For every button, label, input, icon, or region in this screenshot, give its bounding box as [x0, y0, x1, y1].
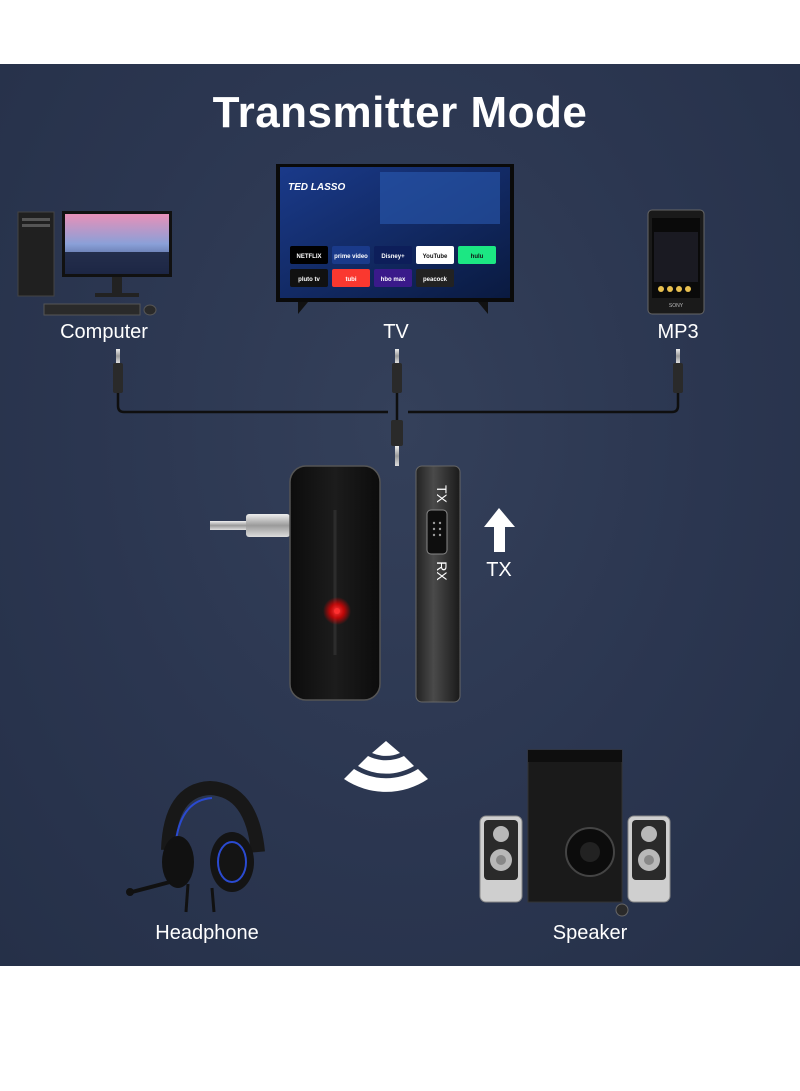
mode-switch: [426, 509, 448, 555]
computer-icon: [17, 211, 172, 316]
aux-plug-tv: [392, 349, 402, 393]
tv-app-tile: [374, 246, 412, 264]
tv-app-label: hbo max: [381, 277, 406, 283]
switch-label-tx: TX: [434, 485, 450, 504]
label-tv: TV: [383, 321, 409, 343]
tv-app-tile: [290, 246, 328, 264]
tv-app-row: NETFLIX prime video Disney+ YouTube hulu plut…: [290, 246, 496, 287]
tv-app-label: YouTube: [423, 254, 448, 260]
tv-app-label: NETFLIX: [297, 254, 322, 260]
tv-app-tile: [290, 269, 328, 287]
tv-app-tile: [416, 246, 454, 264]
tv-app-tile: [416, 269, 454, 287]
tv-app-tile: [332, 246, 370, 264]
tv-app-tile: [458, 246, 496, 264]
up-arrow-icon: [484, 508, 515, 552]
tv-app-label: peacock: [423, 277, 448, 283]
mode-label: TX: [486, 559, 512, 581]
tv-app-label: tubi: [346, 277, 357, 283]
wireless-signal-icon: [344, 741, 428, 792]
headphone-icon: [126, 780, 265, 913]
aux-plug-computer: [113, 349, 123, 393]
tv-app-tile: [332, 269, 370, 287]
label-mp3: MP3: [657, 321, 699, 343]
bluetooth-transmitter-front: [210, 465, 381, 701]
tv-app-label: Disney+: [381, 254, 405, 260]
label-headphone: Headphone: [155, 922, 259, 944]
mp3-player-icon: SONY: [647, 209, 705, 315]
audio-cables: [116, 392, 680, 424]
bluetooth-transmitter-side: TX RX: [415, 465, 461, 703]
tv-show-title: TED LASSO: [288, 182, 345, 193]
label-speaker: Speaker: [552, 922, 628, 944]
tv-app-label: hulu: [471, 254, 484, 260]
tv-app-label: pluto tv: [298, 277, 320, 283]
label-computer: Computer: [60, 321, 148, 343]
mp3-brand: SONY: [669, 303, 684, 309]
speaker-icon: [479, 749, 671, 917]
switch-label-rx: RX: [434, 561, 450, 581]
tv-app-label: prime video: [334, 254, 368, 260]
tv-app-tile: [374, 269, 412, 287]
tv-icon: TED LASSO NETFLIX prime video Disney+ YouTu…: [276, 164, 514, 314]
aux-plug-device: [391, 420, 403, 466]
diagram-title: Transmitter Mode: [212, 88, 588, 137]
aux-plug-mp3: [673, 349, 683, 393]
